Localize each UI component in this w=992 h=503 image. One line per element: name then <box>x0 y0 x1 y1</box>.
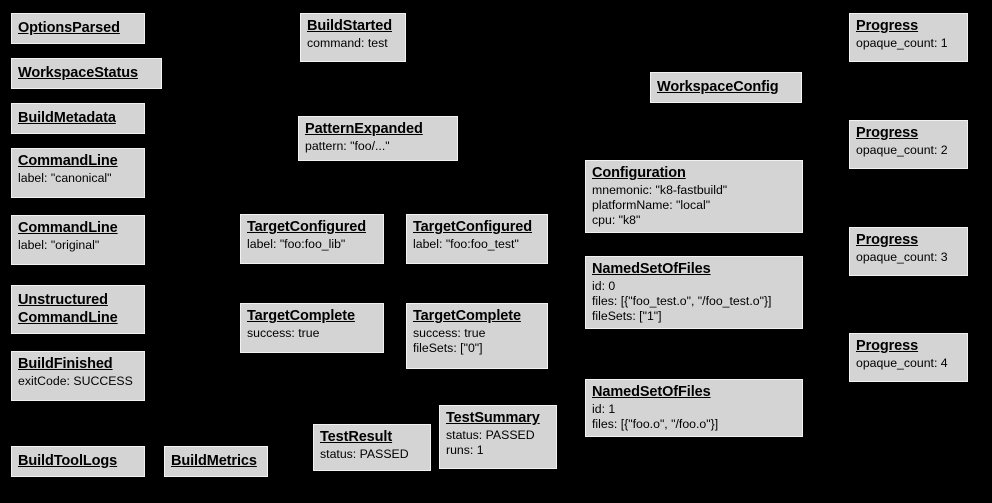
node-fields: mnemonic: "k8-fastbuild"platformName: "l… <box>592 183 796 228</box>
node-title: BuildMetadata <box>18 110 116 126</box>
node-fields: status: PASSED <box>320 447 424 462</box>
node-title: WorkspaceStatus <box>18 65 138 81</box>
node-progress-2[interactable]: Progress opaque_count: 2 <box>849 120 968 169</box>
node-command-line-original[interactable]: CommandLine label: "original" <box>11 215 145 265</box>
node-title: NamedSetOfFiles <box>592 261 711 277</box>
node-title: BuildFinished <box>18 356 113 372</box>
node-options-parsed[interactable]: OptionsParsed <box>11 13 145 44</box>
node-title: NamedSetOfFiles <box>592 384 711 400</box>
node-field: id: 0 <box>592 279 616 293</box>
node-field: success: true <box>413 326 486 340</box>
node-field: files: [{"foo.o", "/foo.o"}] <box>592 417 719 431</box>
node-target-configured-foo-lib[interactable]: TargetConfigured label: "foo:foo_lib" <box>240 214 384 264</box>
node-fields: opaque_count: 3 <box>856 250 961 265</box>
node-build-metadata[interactable]: BuildMetadata <box>11 103 145 134</box>
node-fields: exitCode: SUCCESS <box>18 374 138 389</box>
node-field: runs: 1 <box>446 443 484 457</box>
node-field: exitCode: SUCCESS <box>18 374 133 388</box>
node-fields: pattern: "foo/..." <box>305 139 451 154</box>
node-title: WorkspaceConfig <box>657 79 779 95</box>
node-title: TargetConfigured <box>413 219 532 235</box>
node-progress-3[interactable]: Progress opaque_count: 3 <box>849 227 968 276</box>
node-build-finished[interactable]: BuildFinished exitCode: SUCCESS <box>11 351 145 401</box>
node-unstructured-command-line[interactable]: Unstructured CommandLine <box>11 285 145 334</box>
node-target-configured-foo-test[interactable]: TargetConfigured label: "foo:foo_test" <box>406 214 548 264</box>
node-fields: label: "canonical" <box>18 171 138 186</box>
node-title: TestResult <box>320 429 393 445</box>
node-field: opaque_count: 2 <box>856 143 948 157</box>
node-pattern-expanded[interactable]: PatternExpanded pattern: "foo/..." <box>298 116 458 161</box>
node-title: BuildMetrics <box>171 453 257 469</box>
node-fields: opaque_count: 4 <box>856 356 961 371</box>
node-title: BuildStarted <box>307 18 393 34</box>
node-field: command: test <box>307 36 388 50</box>
node-progress-1[interactable]: Progress opaque_count: 1 <box>849 13 968 62</box>
node-field: status: PASSED <box>320 447 409 461</box>
node-fields: success: true <box>247 326 377 341</box>
node-command-line-canonical[interactable]: CommandLine label: "canonical" <box>11 148 145 198</box>
node-field: label: "canonical" <box>18 171 112 185</box>
node-fields: label: "foo:foo_lib" <box>247 237 377 252</box>
node-title: TargetComplete <box>247 308 355 324</box>
node-field: label: "original" <box>18 238 100 252</box>
node-field: fileSets: ["0"] <box>413 341 483 355</box>
node-fields: label: "foo:foo_test" <box>413 237 541 252</box>
node-field: files: [{"foo_test.o", "/foo_test.o"}] <box>592 294 772 308</box>
node-fields: command: test <box>307 36 399 51</box>
node-field: opaque_count: 1 <box>856 36 948 50</box>
node-field: platformName: "local" <box>592 198 711 212</box>
node-field: label: "foo:foo_test" <box>413 237 519 251</box>
node-field: status: PASSED <box>446 428 535 442</box>
node-progress-4[interactable]: Progress opaque_count: 4 <box>849 333 968 382</box>
node-title: Progress <box>856 18 919 34</box>
node-title: TargetConfigured <box>247 219 366 235</box>
node-title: PatternExpanded <box>305 121 423 137</box>
node-title: Unstructured CommandLine <box>18 292 118 326</box>
node-build-tool-logs[interactable]: BuildToolLogs <box>11 446 145 477</box>
node-field: cpu: "k8" <box>592 213 641 227</box>
node-title: BuildToolLogs <box>18 453 118 469</box>
node-configuration[interactable]: Configuration mnemonic: "k8-fastbuild"pla… <box>585 160 803 233</box>
node-workspace-status[interactable]: WorkspaceStatus <box>11 58 162 89</box>
node-title: OptionsParsed <box>18 20 120 36</box>
node-field: opaque_count: 3 <box>856 250 948 264</box>
node-target-complete-lib[interactable]: TargetComplete success: true <box>240 303 384 353</box>
node-field: label: "foo:foo_lib" <box>247 237 346 251</box>
node-title: CommandLine <box>18 220 118 236</box>
node-title: TestSummary <box>446 410 540 426</box>
node-workspace-config[interactable]: WorkspaceConfig <box>650 72 802 103</box>
node-fields: label: "original" <box>18 238 138 253</box>
node-title: TargetComplete <box>413 308 521 324</box>
node-fields: opaque_count: 1 <box>856 36 961 51</box>
node-title: CommandLine <box>18 153 118 169</box>
node-field: mnemonic: "k8-fastbuild" <box>592 183 728 197</box>
node-field: id: 1 <box>592 402 616 416</box>
node-title: Configuration <box>592 165 686 181</box>
node-title: Progress <box>856 125 919 141</box>
node-fields: opaque_count: 2 <box>856 143 961 158</box>
node-title: Progress <box>856 232 919 248</box>
node-field: opaque_count: 4 <box>856 356 948 370</box>
node-field: success: true <box>247 326 320 340</box>
node-test-result[interactable]: TestResult status: PASSED <box>313 424 431 471</box>
node-field: pattern: "foo/..." <box>305 139 390 153</box>
node-build-started[interactable]: BuildStarted command: test <box>300 13 406 62</box>
node-build-metrics[interactable]: BuildMetrics <box>164 446 268 477</box>
node-title: Progress <box>856 338 919 354</box>
node-field: fileSets: ["1"] <box>592 309 662 323</box>
